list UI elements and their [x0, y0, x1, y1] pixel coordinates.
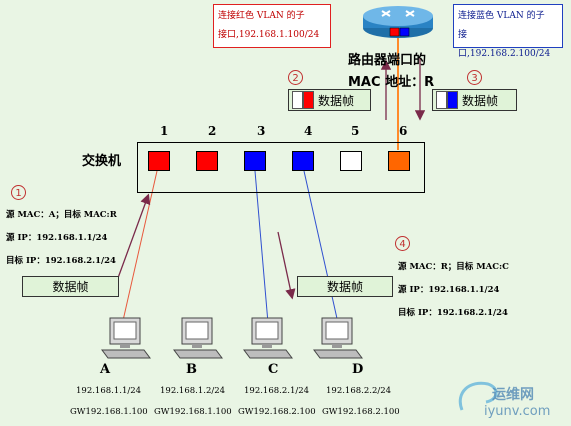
switch-port-3 — [244, 151, 266, 171]
link-a-port1 — [121, 170, 158, 326]
step-1-marker: 1 — [11, 185, 26, 200]
frame-step2-label: 数据帧 — [318, 93, 355, 108]
switch-port-4 — [292, 151, 314, 171]
pc-d-ip: 192.168.2.2/24 — [326, 386, 392, 396]
frame-step4: 数据帧 — [297, 276, 393, 297]
pc-b-gateway: GW192.168.1.100 — [154, 407, 232, 417]
port-num-2: 2 — [208, 124, 217, 138]
router-mac-line1: 路由器端口的 — [348, 53, 427, 68]
packet-info-step1: 源 MAC：A；目标 MAC:R 源 IP：192.168.1.1/24 目标 … — [6, 204, 117, 273]
frame-step1-label: 数据帧 — [52, 280, 89, 294]
watermark-line2: iyunv.com — [484, 404, 551, 419]
switch-label: 交换机 — [82, 154, 122, 169]
pc-c-ip: 192.168.2.1/24 — [244, 386, 310, 396]
step-3-marker: 3 — [467, 70, 482, 85]
port-num-3: 3 — [257, 124, 266, 138]
port-num-4: 4 — [304, 124, 313, 138]
computer-icon-a — [101, 317, 151, 359]
info-step4-line3: 目标 IP：192.168.2.1/24 — [398, 308, 508, 318]
frame-step1: 数据帧 — [22, 276, 119, 297]
step-4-marker: 4 — [395, 236, 410, 251]
frame-step4-label: 数据帧 — [326, 280, 363, 294]
switch-body — [137, 142, 425, 193]
pc-a-name: A — [100, 362, 111, 377]
red-callout-line2: 接口,192.168.1.100/24 — [218, 30, 320, 40]
info-step1-line3: 目标 IP：192.168.2.1/24 — [6, 256, 116, 266]
frame-step3: 数据帧 — [432, 89, 517, 111]
router-mac-label: 路由器端口的 MAC 地址：R — [348, 50, 434, 94]
pc-c-name: C — [268, 362, 279, 377]
frame-step3-label: 数据帧 — [462, 93, 499, 108]
computer-icon-b — [173, 317, 223, 359]
port-num-1: 1 — [160, 124, 169, 138]
info-step1-line2: 源 IP：192.168.1.1/24 — [6, 233, 108, 243]
frame-swatch-blue — [447, 91, 458, 109]
arrow-step4 — [277, 231, 296, 300]
arrow-step1 — [117, 193, 151, 279]
blue-vlan-callout: 连接蓝色 VLAN 的子 接口,192.168.2.100/24 — [453, 4, 563, 59]
router-icon — [363, 6, 433, 38]
packet-info-step4: 源 MAC：R；目标 MAC:C 源 IP：192.168.1.1/24 目标 … — [398, 256, 509, 325]
pc-a-gateway: GW192.168.1.100 — [70, 407, 148, 417]
switch-port-6 — [388, 151, 410, 171]
blue-callout-line2: 接口,192.168.2.100/24 — [458, 30, 551, 59]
pc-b-name: B — [186, 362, 197, 377]
pc-d-name: D — [352, 362, 364, 377]
frame-swatch-white — [292, 91, 303, 109]
port-num-6: 6 — [399, 124, 408, 138]
switch-port-1 — [148, 151, 170, 171]
pc-c-gateway: GW192.168.2.100 — [238, 407, 316, 417]
switch-port-5 — [340, 151, 362, 171]
switch-port-2 — [196, 151, 218, 171]
info-step1-line1: 源 MAC：A；目标 MAC:R — [6, 210, 117, 220]
blue-callout-line1: 连接蓝色 VLAN 的子 — [458, 11, 545, 21]
info-step4-line2: 源 IP：192.168.1.1/24 — [398, 285, 500, 295]
watermark-line1: 运维网 — [492, 387, 534, 403]
frame-swatch-red — [303, 91, 314, 109]
watermark-swirl — [458, 381, 498, 411]
info-step4-line1: 源 MAC：R；目标 MAC:C — [398, 262, 509, 272]
computer-icon-d — [313, 317, 363, 359]
red-vlan-callout: 连接红色 VLAN 的子 接口,192.168.1.100/24 — [213, 4, 331, 48]
pc-b-ip: 192.168.1.2/24 — [160, 386, 226, 396]
frame-step2: 数据帧 — [288, 89, 371, 111]
step-2-marker: 2 — [288, 70, 303, 85]
port-num-5: 5 — [351, 124, 360, 138]
frame-swatch-white — [436, 91, 447, 109]
link-c-port3 — [254, 170, 269, 324]
red-callout-line1: 连接红色 VLAN 的子 — [218, 11, 305, 21]
link-d-port4 — [303, 170, 339, 324]
computer-icon-c — [243, 317, 293, 359]
router-mac-line2: MAC 地址：R — [348, 75, 435, 90]
pc-a-ip: 192.168.1.1/24 — [76, 386, 142, 396]
watermark-text: 运维网 iyunv.com — [484, 384, 550, 419]
pc-d-gateway: GW192.168.2.100 — [322, 407, 400, 417]
